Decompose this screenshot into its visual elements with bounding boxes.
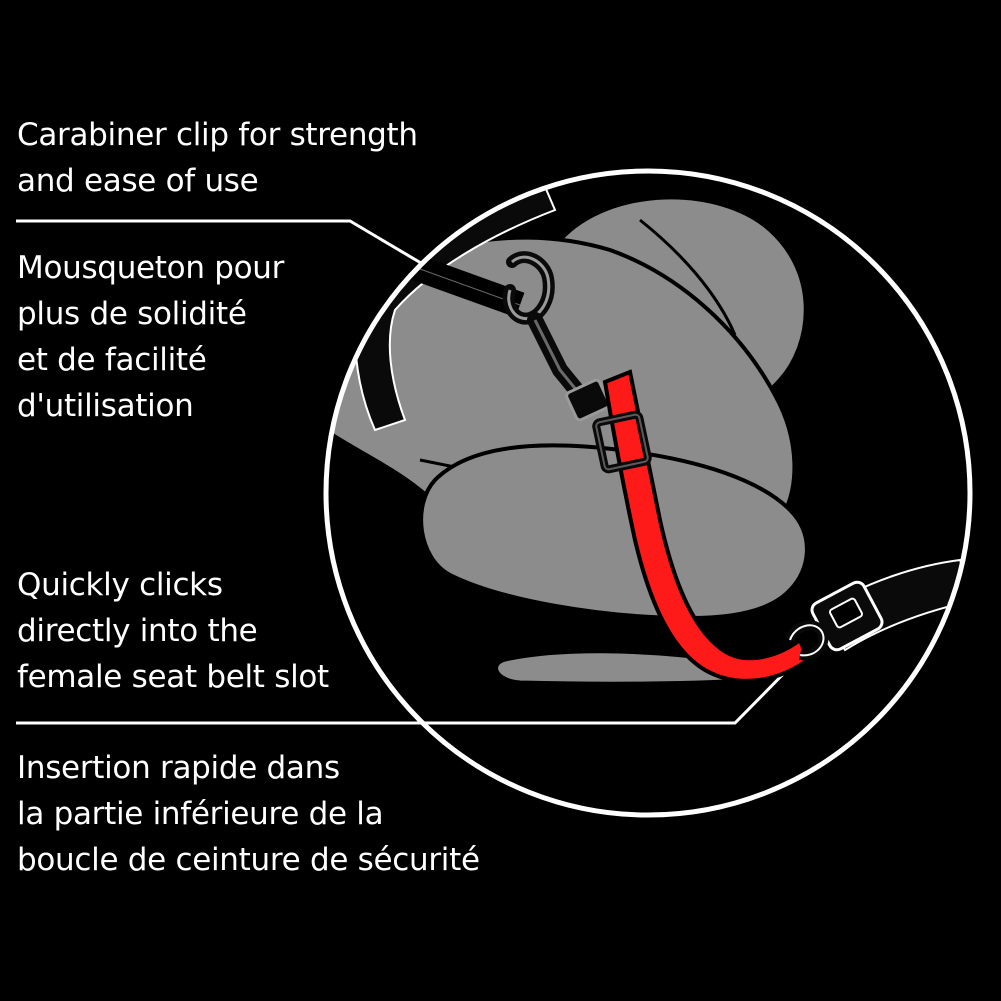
caption-buckle-english: Quickly clicks directly into the female … [17, 567, 329, 695]
caption-carabiner-french: Mousqueton pour plus de solidité et de f… [17, 250, 285, 424]
caption-carabiner-english: Carabiner clip for strength and ease of … [17, 117, 418, 199]
magnifier-circle [323, 168, 973, 818]
caption-buckle-french: Insertion rapide dans la partie inférieu… [17, 750, 480, 878]
magnified-view [326, 173, 970, 685]
carabiner-clip-icon [502, 251, 611, 422]
red-leash [592, 369, 811, 683]
callout-line-buckle [16, 653, 804, 725]
seat-belt-buckle-icon [785, 558, 970, 661]
